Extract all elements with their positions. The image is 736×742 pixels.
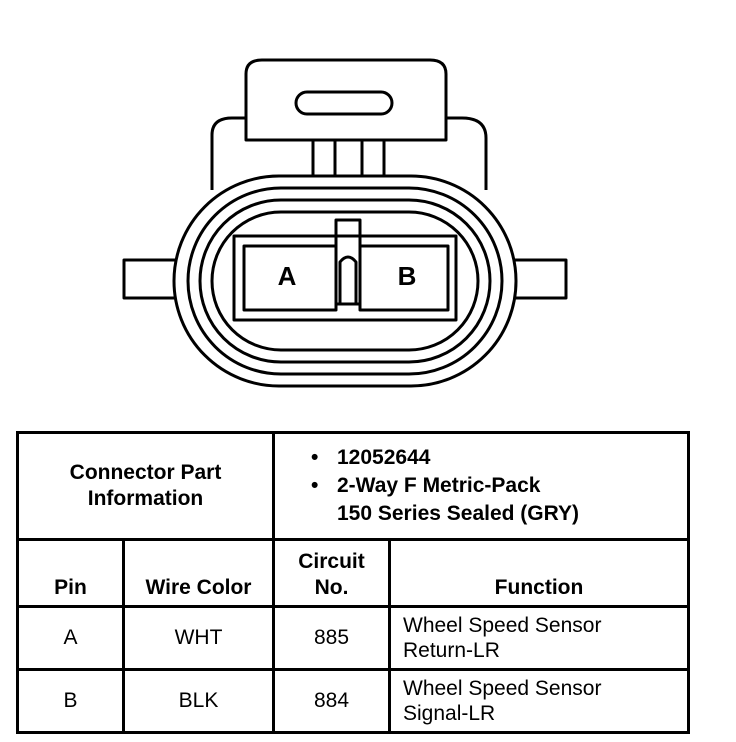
connector-ring-2 (186, 186, 504, 376)
connector-ring-3 (198, 198, 492, 364)
pin-b-cavity (358, 244, 450, 312)
left-mount-tab (122, 258, 178, 300)
function-cell: Wheel Speed Sensor Signal-LR (387, 668, 691, 734)
pin-a-label: A (278, 261, 297, 291)
part-info-list: 12052644 2-Way F Metric-Pack 150 Series … (311, 444, 687, 528)
col-head-pin: Pin (16, 538, 125, 608)
pin-cell: A (16, 605, 125, 671)
pin-a-cavity (242, 244, 338, 312)
col-head-function: Function (387, 538, 691, 608)
col-head-circuit: Circuit No. (272, 538, 391, 608)
connector-seal (210, 210, 480, 352)
circuit-cell: 885 (272, 605, 391, 671)
right-mount-tab (512, 258, 568, 300)
table-row: B BLK 884 Wheel Speed Sensor Signal-LR (16, 668, 691, 734)
wire-color-cell: WHT (122, 605, 275, 671)
function-cell: Wheel Speed Sensor Return-LR (387, 605, 691, 671)
part-info-cell: 12052644 2-Way F Metric-Pack 150 Series … (271, 431, 691, 541)
connector-part-info-label: Connector Part Information (16, 431, 275, 541)
connector-diagram: A B (122, 58, 568, 388)
wire-color-cell: BLK (122, 668, 275, 734)
table-row: A WHT 885 Wheel Speed Sensor Return-LR (16, 605, 691, 671)
col-head-wire-color: Wire Color (122, 538, 275, 608)
pin-cell: B (16, 668, 125, 734)
latch-slot (294, 90, 394, 116)
connector-description: 2-Way F Metric-Pack 150 Series Sealed (G… (311, 472, 687, 528)
circuit-cell: 884 (272, 668, 391, 734)
part-number: 12052644 (311, 444, 687, 472)
column-header-row: Pin Wire Color Circuit No. Function (16, 538, 691, 608)
connector-info-table: Connector Part Information 12052644 2-Wa… (16, 431, 691, 734)
part-info-row: Connector Part Information 12052644 2-Wa… (16, 431, 691, 541)
pin-b-label: B (398, 261, 417, 291)
locking-latch (244, 58, 448, 142)
